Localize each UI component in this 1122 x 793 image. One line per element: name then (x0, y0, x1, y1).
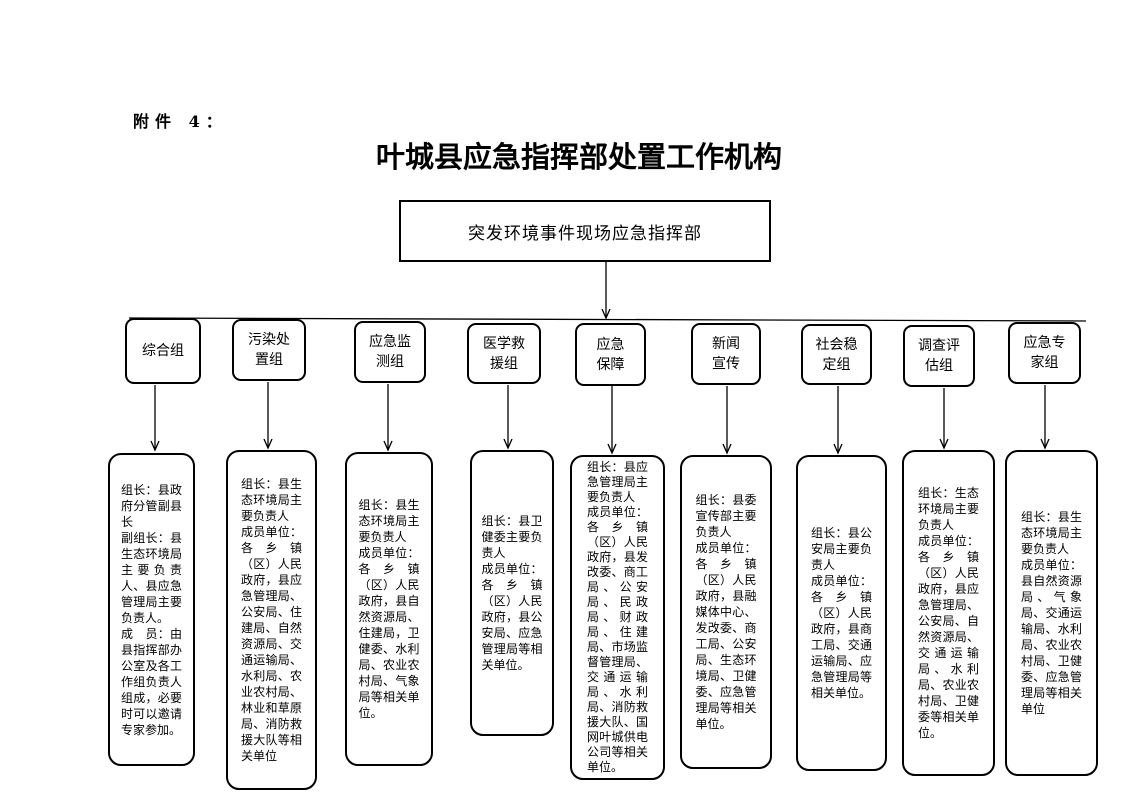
page-title: 叶城县应急指挥部处置工作机构 (376, 140, 783, 174)
group-box-medical-rescue: 医学救援组 (467, 323, 541, 384)
detail-box-news-publicity: 组长：县委宣传部主要负责人 成员单位：各乡镇（区）人民政府，县融媒体中心、发改委… (680, 455, 772, 769)
arrowhead-comprehensive (150, 440, 160, 452)
detail-text: 组长：县委宣传部主要负责人 成员单位：各乡镇（区）人民政府，县融媒体中心、发改委… (696, 492, 757, 732)
group-box-comprehensive: 综合组 (125, 318, 201, 384)
annex-label: 附件 4： (133, 112, 228, 131)
group-label-emergency-monitoring: 应急监测组 (368, 334, 411, 370)
group-members: 成员单位：各乡镇（区）人民政府，县商工局、交通运输局、应急管理局等相关单位。 (811, 574, 872, 700)
group-label-emergency-support: 应急保障 (596, 336, 625, 373)
group-box-emergency-monitoring: 应急监测组 (354, 321, 426, 383)
group-members: 成员单位：各乡镇（区）人民政府，县应急管理局、公安局、自然资源局、交通运输局、水… (918, 534, 979, 740)
arrowhead-expert (1040, 438, 1050, 450)
group-members: 成员单位：各乡镇（区）人民政府，县融媒体中心、发改委、商工局、公安局、生态环境局… (695, 541, 757, 731)
arrowhead-social-stability (833, 443, 843, 455)
group-leader: 组长：生态环境局主要负责人 (918, 486, 979, 532)
group-box-news-publicity: 新闻宣传 (691, 323, 761, 385)
group-members: 成员单位：县自然资源局、气象局、交通运输局、水利局、农业农村局、卫健委、应急管理… (1021, 558, 1082, 716)
arrowhead-emergency-support (607, 443, 617, 455)
arrowhead-pollution-disposal (263, 438, 273, 450)
group-leader: 组长：县应急管理局主要负责人 (587, 460, 648, 504)
detail-box-investigation-assessment: 组长：生态环境局主要负责人 成员单位：各乡镇（区）人民政府，县应急管理局、公安局… (902, 450, 995, 776)
group-box-emergency-support: 应急保障 (575, 323, 646, 386)
headquarters-label: 突发环境事件现场应急指挥部 (468, 223, 702, 244)
headquarters-down-arrowhead (601, 308, 611, 320)
detail-box-medical-rescue: 组长：县卫健委主要负责人 成员单位：各乡镇（区）人民政府，县公安局、应急管理局等… (470, 450, 554, 736)
group-leader: 组长：县生态环境局主要负责人 (358, 498, 420, 544)
group-members: 成员单位：各乡镇（区）人民政府，县发改委、商工局、公安局、民政局、财政局、住建局… (587, 505, 648, 774)
detail-box-expert: 组长：县生态环境局主要负责人 成员单位：县自然资源局、气象局、交通运输局、水利局… (1005, 450, 1098, 776)
group-label-pollution-disposal: 污染处置组 (247, 332, 290, 368)
group-leader: 组长：县政府分管副县长 (121, 482, 182, 529)
detail-box-comprehensive: 组长：县政府分管副县长 副组长：县生态环境局主要负责人、县应急管理局主要负责人。… (108, 453, 195, 766)
detail-text: 组长：县生态环境局主要负责人 成员单位：各乡镇（区）人民政府，县自然资源局、住建… (359, 497, 420, 721)
group-leader: 组长：县生态环境局主要负责人 (1021, 510, 1082, 556)
detail-box-social-stability: 组长：县公安局主要负责人 成员单位：各乡镇（区）人民政府，县商工局、交通运输局、… (796, 455, 887, 771)
group-label-investigation-assessment: 调查评估组 (917, 338, 960, 374)
group-box-expert: 应急专家组 (1008, 322, 1081, 384)
group-label-social-stability: 社会稳定组 (815, 336, 858, 373)
detail-text: 组长：县生态环境局主要负责人 成员单位：县自然资源局、气象局、交通运输局、水利局… (1021, 509, 1082, 717)
detail-box-pollution-disposal: 组长：县生态环境局主要负责人 成员单位：各乡镇（区）人民政府，县应急管理局、公安… (226, 450, 317, 790)
group-leader: 组长：县委宣传部主要负责人 (695, 493, 757, 539)
group-label-comprehensive: 综合组 (141, 343, 184, 359)
group-leader: 组长：县卫健委主要负责人 (481, 514, 543, 560)
detail-box-emergency-support: 组长：县应急管理局主要负责人 成员单位：各乡镇（区）人民政府，县发改委、商工局、… (570, 455, 665, 780)
detail-text: 组长：县政府分管副县长 副组长：县生态环境局主要负责人、县应急管理局主要负责人。… (121, 482, 182, 738)
group-leader: 组长：县生态环境局主要负责人 (241, 477, 302, 523)
detail-text: 组长：县应急管理局主要负责人 成员单位：各乡镇（区）人民政府，县发改委、商工局、… (587, 460, 648, 775)
arrowhead-news-publicity (722, 443, 732, 455)
group-leader: 组长：县公安局主要负责人 (811, 526, 872, 572)
group-members: 成员单位：各乡镇（区）人民政府，县自然资源局、住建局，卫健委、水利局、农业农村局… (358, 546, 420, 720)
group-members: 成员单位：各乡镇（区）人民政府，县应急管理局、公安局、住建局、自然资源局、交通运… (241, 525, 302, 763)
group-label-expert: 应急专家组 (1023, 335, 1066, 371)
group-box-social-stability: 社会稳定组 (801, 324, 872, 385)
detail-text: 组长：县生态环境局主要负责人 成员单位：各乡镇（区）人民政府，县应急管理局、公安… (241, 476, 302, 764)
arrowhead-emergency-monitoring (383, 440, 393, 452)
group-label-medical-rescue: 医学救援组 (482, 335, 525, 372)
group-box-pollution-disposal: 污染处置组 (232, 319, 306, 381)
arrowhead-medical-rescue (503, 438, 513, 450)
headquarters-box: 突发环境事件现场应急指挥部 (399, 200, 771, 262)
detail-text: 组长：生态环境局主要负责人 成员单位：各乡镇（区）人民政府，县应急管理局、公安局… (918, 485, 979, 741)
group-box-investigation-assessment: 调查评估组 (903, 325, 975, 387)
group-members: 成员单位：各乡镇（区）人民政府，县公安局、应急管理局等相关单位。 (481, 562, 543, 672)
group-members: 成 员：由县指挥部办公室及各工作组负责人组成，必要时可以邀请专家参加。 (121, 626, 182, 737)
group-deputy-leader: 副组长：县生态环境局主要负责人、县应急管理局主要负责人。 (121, 530, 182, 625)
arrowhead-investigation-assessment (939, 438, 949, 450)
detail-text: 组长：县公安局主要负责人 成员单位：各乡镇（区）人民政府，县商工局、交通运输局、… (811, 525, 872, 701)
detail-text: 组长：县卫健委主要负责人 成员单位：各乡镇（区）人民政府，县公安局、应急管理局等… (482, 513, 543, 673)
detail-box-emergency-monitoring: 组长：县生态环境局主要负责人 成员单位：各乡镇（区）人民政府，县自然资源局、住建… (345, 452, 433, 766)
group-label-news-publicity: 新闻宣传 (711, 336, 740, 372)
